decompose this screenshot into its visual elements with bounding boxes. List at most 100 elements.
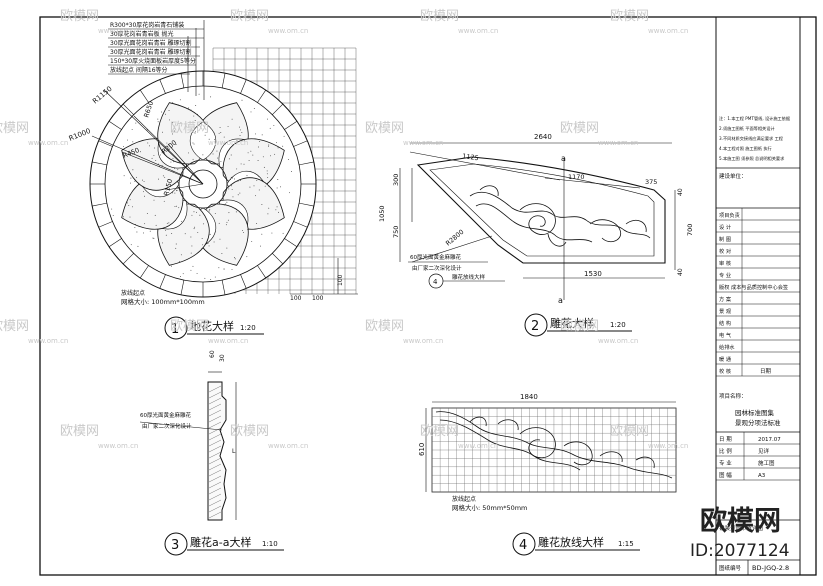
watermark-url: www.om.cn xyxy=(403,337,443,345)
stipple-dot xyxy=(232,269,233,270)
approval-row-label: 校 对 xyxy=(719,247,731,255)
stipple-dot xyxy=(166,235,167,236)
watermark-brand: 欧模网 xyxy=(170,319,209,334)
watermark-brand: 欧模网 xyxy=(610,9,649,24)
stipple-dot xyxy=(158,179,159,180)
watermark-url: www.om.cn xyxy=(598,139,638,147)
stipple-dot xyxy=(288,159,289,160)
stipple-dot xyxy=(213,154,214,155)
tb-drawing-no: BD-JGQ-2.8 xyxy=(752,564,789,572)
stipple-dot xyxy=(191,253,192,254)
approval-row-label: 专 业 xyxy=(719,271,731,279)
stipple-dot xyxy=(240,129,241,130)
stipple-dot xyxy=(209,209,210,210)
section-mark-bottom: a xyxy=(558,296,563,305)
stipple-dot xyxy=(261,234,262,235)
stipple-dot xyxy=(278,212,279,213)
stipple-dot xyxy=(155,215,156,216)
stipple-dot xyxy=(136,177,137,178)
dim-750: 750 xyxy=(392,226,400,238)
stipple-dot xyxy=(147,143,148,144)
stipple-dot xyxy=(142,180,143,181)
stipple-dot xyxy=(153,238,154,239)
stipple-dot xyxy=(268,208,269,209)
view-title-3-scale: 1:10 xyxy=(262,540,278,548)
stipple-dot xyxy=(154,200,155,201)
stipple-dot xyxy=(170,162,171,163)
stipple-dot xyxy=(254,185,255,186)
stipple-dot xyxy=(202,244,203,245)
watermark-brand: 欧模网 xyxy=(60,9,99,24)
stipple-dot xyxy=(225,203,226,204)
stipple-dot xyxy=(219,133,220,134)
stipple-dot xyxy=(232,189,233,190)
stipple-dot xyxy=(226,202,227,203)
watermark-url: www.om.cn xyxy=(268,442,308,450)
stipple-dot xyxy=(254,108,255,109)
stipple-dot xyxy=(164,177,165,178)
watermark-brand: 欧模网 xyxy=(0,319,29,334)
stipple-dot xyxy=(164,201,165,202)
approval-row-label: 版权 成本与品质控制中心会签 xyxy=(719,283,788,291)
stipple-dot xyxy=(144,223,145,224)
stipple-dot xyxy=(168,222,169,223)
tb-client-label: 建设单位： xyxy=(719,172,747,180)
stipple-dot xyxy=(284,136,285,137)
stipple-dot xyxy=(188,152,189,153)
tb-drawing-title-1: 园林标准图集 xyxy=(735,408,775,417)
stipple-dot xyxy=(235,258,236,259)
note-line-6: 放线起点 间隔16等分 xyxy=(110,66,168,74)
stipple-dot xyxy=(173,158,174,159)
stipple-dot xyxy=(124,175,125,176)
stipple-dot xyxy=(242,230,243,231)
stipple-dot xyxy=(220,161,221,162)
stipple-dot xyxy=(123,216,124,217)
dim-30: 30 xyxy=(219,354,226,362)
approval-row-label: 结 构 xyxy=(719,319,731,327)
view-title-3-num: 3 xyxy=(171,538,179,553)
stipple-dot xyxy=(157,119,158,120)
stipple-dot xyxy=(130,217,131,218)
stipple-dot xyxy=(252,155,253,156)
stipple-dot xyxy=(241,163,242,164)
stipple-dot xyxy=(240,135,241,136)
stipple-dot xyxy=(228,188,229,189)
grid-dim-2: 100 xyxy=(312,295,324,302)
stipple-dot xyxy=(291,171,292,172)
watermark-url: www.om.cn xyxy=(28,337,68,345)
stipple-dot xyxy=(267,173,268,174)
stipple-dot xyxy=(228,126,229,127)
stipple-dot xyxy=(220,132,221,133)
stipple-dot xyxy=(241,132,242,133)
stipple-dot xyxy=(160,154,161,155)
stipple-dot xyxy=(243,232,244,233)
stipple-dot xyxy=(214,132,215,133)
stipple-dot xyxy=(152,158,153,159)
stipple-dot xyxy=(224,205,225,206)
dim-1050: 1050 xyxy=(378,205,386,222)
stipple-dot xyxy=(259,190,260,191)
stipple-dot xyxy=(240,180,241,181)
stipple-dot xyxy=(123,146,124,147)
section-note-1: 60厚光面黄金麻雕花 xyxy=(140,411,191,419)
stipple-dot xyxy=(178,104,179,105)
stipple-dot xyxy=(144,181,145,182)
dim-r2800: R2800 xyxy=(444,228,465,248)
stipple-dot xyxy=(161,228,162,229)
stipple-dot xyxy=(247,229,248,230)
stipple-dot xyxy=(175,206,176,207)
stipple-dot xyxy=(197,273,198,274)
section-length-label: L xyxy=(232,448,236,455)
stipple-dot xyxy=(277,206,278,207)
stipple-dot xyxy=(217,158,218,159)
stipple-dot xyxy=(174,168,175,169)
stipple-dot xyxy=(204,278,205,279)
stipple-dot xyxy=(174,193,175,194)
dim-40-bottom: 40 xyxy=(677,268,684,276)
tb-drawing-no-label: 图纸编号 xyxy=(719,564,742,572)
carving-section-detail: 60 30 L 60厚光面黄金麻雕花 由厂家二次深化设计 xyxy=(140,350,236,520)
detail-callout-text: 雕花放线大样 xyxy=(452,273,486,281)
stipple-dot xyxy=(167,223,168,224)
stipple-dot xyxy=(273,125,274,126)
watermark-brand: 欧模网 xyxy=(560,319,599,334)
